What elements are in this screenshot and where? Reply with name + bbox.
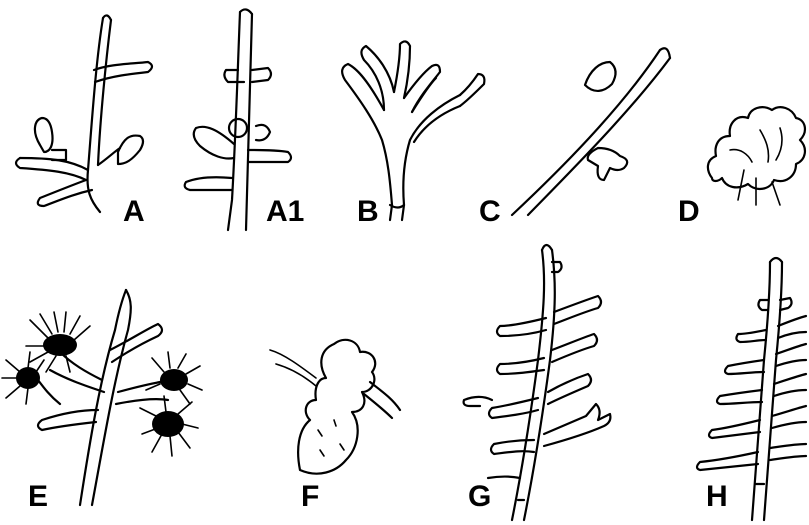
panel-label-c: C xyxy=(479,197,501,227)
panel-label-a: A xyxy=(123,197,145,227)
panel-d-drawing xyxy=(708,107,805,205)
panel-label-g: G xyxy=(468,482,491,512)
panel-label-b: B xyxy=(357,197,379,227)
panel-e-drawing xyxy=(2,290,202,505)
panel-f-drawing xyxy=(270,340,400,474)
panel-label-f: F xyxy=(301,482,319,512)
panel-label-a1: A1 xyxy=(266,197,304,227)
panel-a-drawing xyxy=(16,15,152,212)
panel-label-h: H xyxy=(706,482,728,512)
panel-c-drawing xyxy=(512,48,670,215)
panel-g-drawing xyxy=(464,245,611,520)
panel-label-d: D xyxy=(678,197,700,227)
panel-label-e: E xyxy=(28,482,48,512)
panel-b-drawing xyxy=(342,41,484,220)
